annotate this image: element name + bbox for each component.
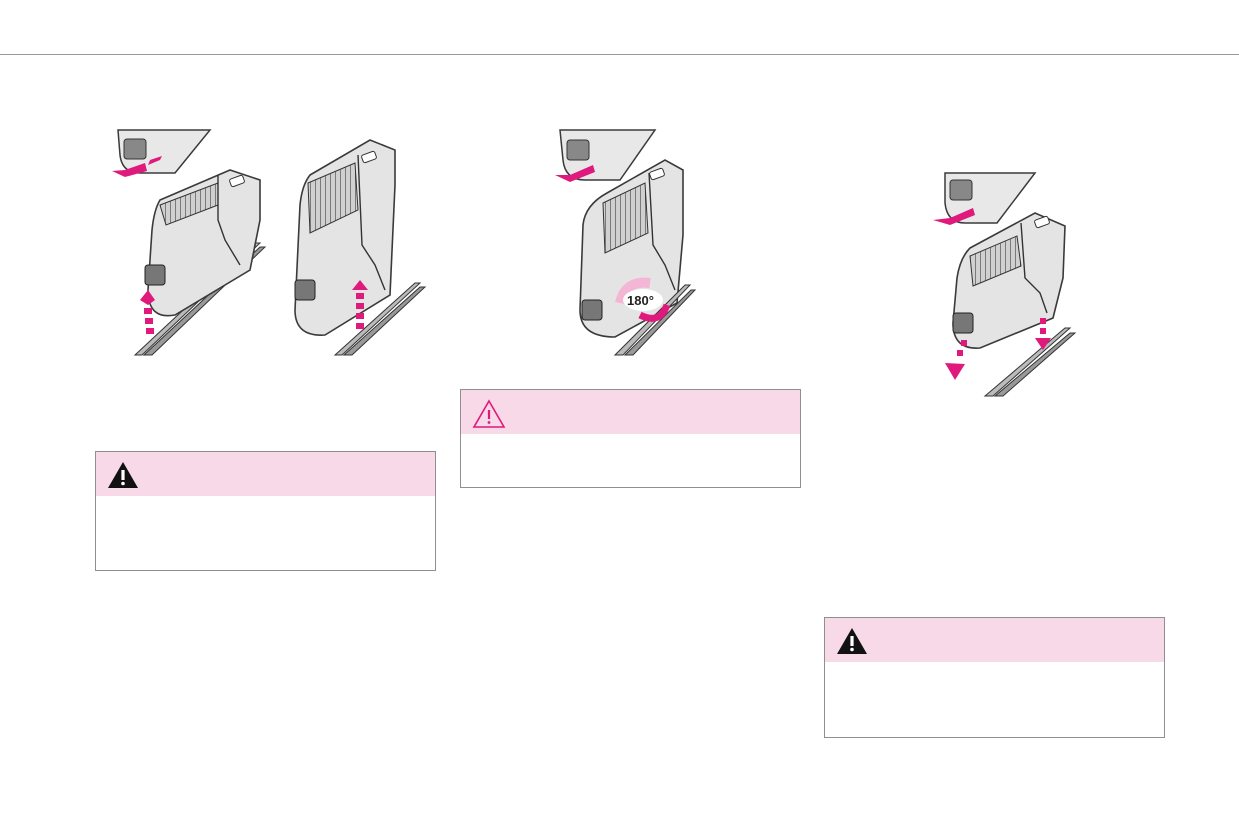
seat-removal-illustration xyxy=(112,129,427,356)
note-header xyxy=(461,390,800,434)
seat-rotate-illustration: 180° xyxy=(555,129,697,356)
lift-arrow xyxy=(140,290,155,334)
rotation-label: 180° xyxy=(627,293,654,308)
release-arrow xyxy=(555,165,595,182)
warning-note-1 xyxy=(95,451,436,571)
header-divider xyxy=(0,54,1239,55)
caution-note-2 xyxy=(460,389,801,488)
note-header xyxy=(825,618,1164,662)
rotation-arrow: 180° xyxy=(615,277,671,322)
note-header xyxy=(96,452,435,496)
lower-arrow xyxy=(945,318,1051,380)
seat-install-illustration xyxy=(933,172,1077,397)
lift-arrow-2 xyxy=(352,280,368,329)
warning-filled-icon xyxy=(837,628,867,654)
release-arrow xyxy=(933,208,975,225)
release-arrow xyxy=(112,156,162,177)
warning-outline-icon xyxy=(472,399,506,428)
warning-filled-icon xyxy=(108,462,138,488)
warning-note-3 xyxy=(824,617,1165,738)
